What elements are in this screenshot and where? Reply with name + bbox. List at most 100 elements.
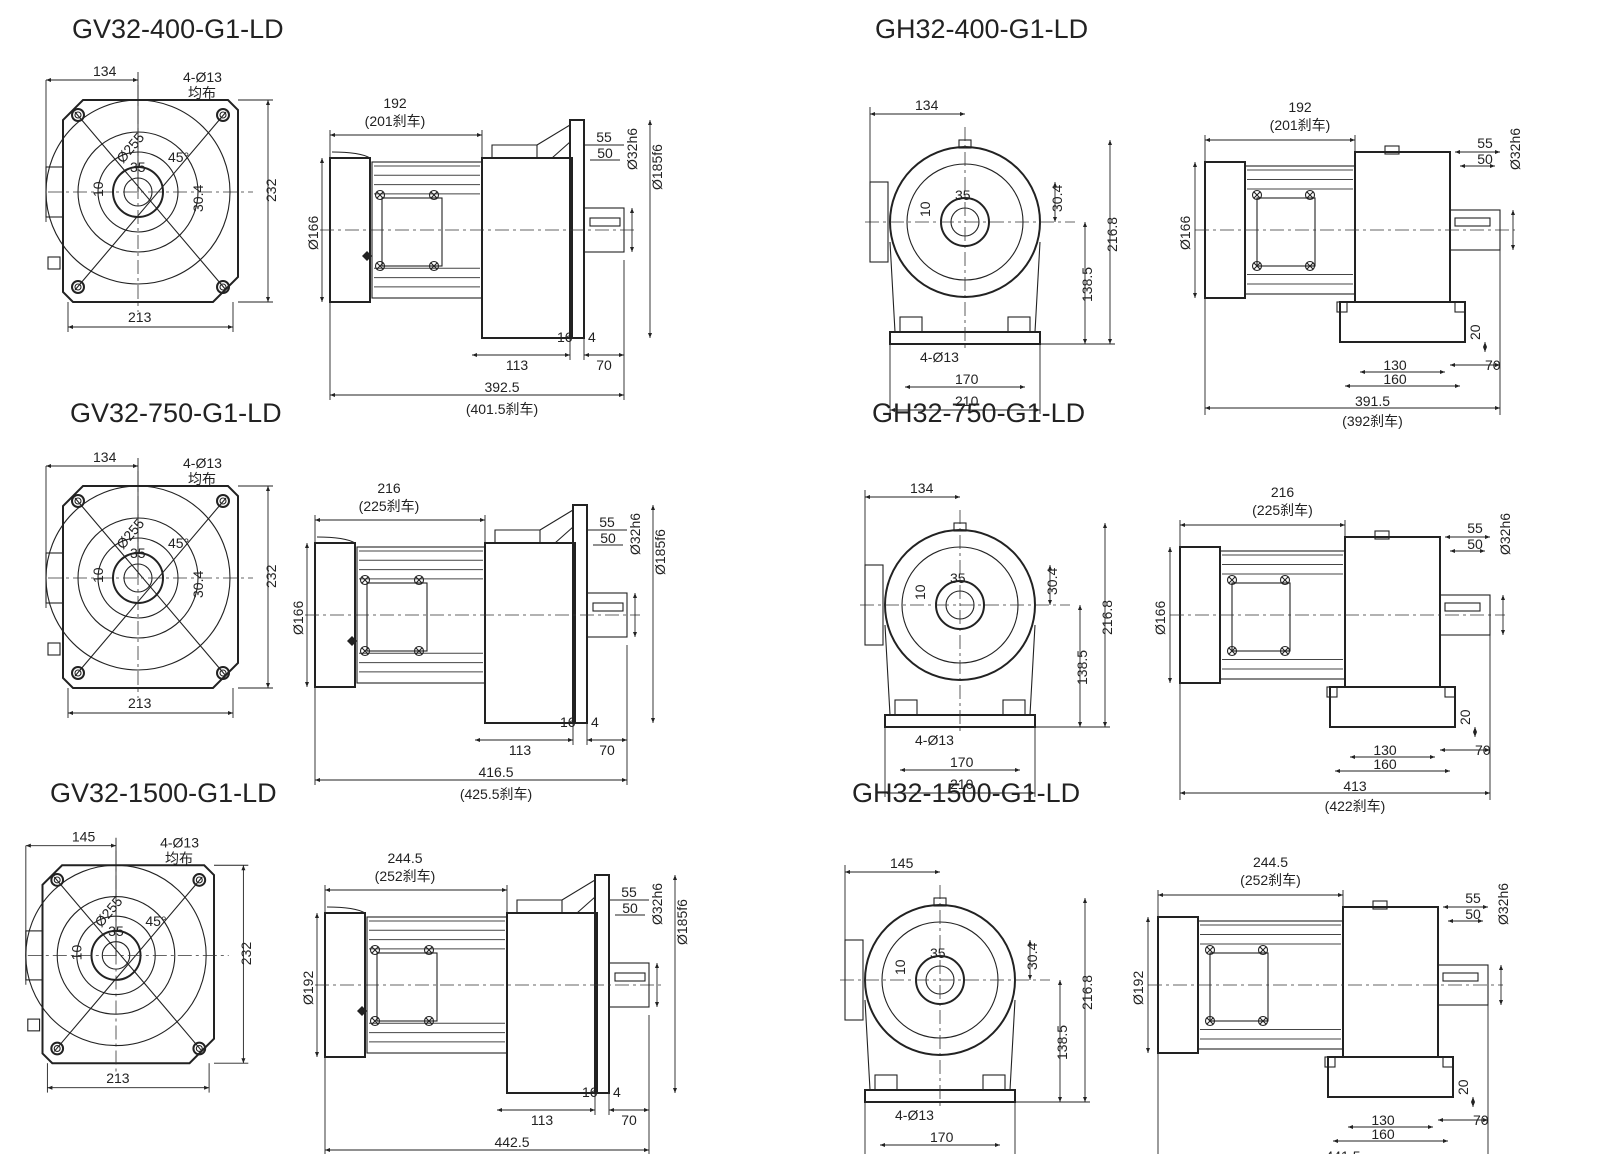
dim-holes: 4-Ø13 — [160, 835, 199, 851]
model-title-group: GH32-400-G1-LD — [875, 14, 1088, 44]
dim-total: 391.5 — [1355, 393, 1390, 409]
dim-shaft-len: 55 — [1465, 890, 1481, 906]
dim-motor-len: 216 — [1271, 484, 1295, 500]
dim-base: 213 — [128, 695, 152, 711]
dim-key: 10 — [90, 567, 106, 583]
model-title: GH32-750-G1-LD — [872, 398, 1085, 428]
dim-4: 4 — [588, 329, 596, 345]
dim-4: 4 — [591, 714, 599, 730]
dim-shaft-dia: Ø32h6 — [1507, 128, 1523, 170]
model-title-group: GV32-750-G1-LD — [70, 398, 282, 428]
dim-shaft-dia: Ø32h6 — [649, 883, 665, 925]
dim-30-4: 30.4 — [1024, 943, 1040, 970]
dim-motor-len: 192 — [1288, 99, 1312, 115]
dim-holes-note: 均布 — [165, 850, 193, 866]
dim-angle: 45° — [168, 149, 189, 165]
dim-shaft: 35 — [955, 187, 971, 203]
dim-width: 145 — [890, 855, 914, 871]
dim-total-brake: (392刹车) — [1342, 413, 1403, 429]
dim-key-len: 50 — [597, 145, 613, 161]
dim-holes: 4-Ø13 — [183, 69, 222, 85]
dim-flange: 232 — [263, 564, 279, 588]
dim-motor-len: 244.5 — [387, 850, 422, 866]
dim-motor-len: 216 — [377, 480, 401, 496]
dim-216-8: 216.8 — [1099, 600, 1115, 635]
dim-key: 10 — [892, 959, 908, 975]
dim-motor-len-brake: (201刹车) — [1270, 117, 1331, 133]
dim-motor-len-brake: (225刹车) — [1252, 502, 1313, 518]
dim-total: 413 — [1343, 778, 1367, 794]
dim-motor-len-brake: (252刹车) — [375, 868, 436, 884]
dim-holes: 4-Ø13 — [915, 732, 954, 748]
dim-key-len: 50 — [1465, 906, 1481, 922]
dim-138-5: 138.5 — [1054, 1025, 1070, 1060]
dim-motor-dia: Ø192 — [1130, 971, 1146, 1005]
dim-total: 441.5 — [1325, 1148, 1360, 1154]
dim-total: 416.5 — [478, 764, 513, 780]
dim-shaft-dia: Ø32h6 — [627, 513, 643, 555]
dim-motor-dia: Ø192 — [300, 971, 316, 1005]
model-title-group: GV32-400-G1-LD — [72, 14, 284, 44]
dim-130: 130 — [1383, 357, 1407, 373]
dim-138-5: 138.5 — [1074, 650, 1090, 685]
model-title: GV32-400-G1-LD — [72, 14, 284, 44]
dim-key-len: 50 — [1467, 536, 1483, 552]
dim-angle: 45° — [145, 913, 166, 929]
dim-flange: 232 — [238, 942, 254, 966]
dim-shaft-len: 55 — [1477, 135, 1493, 151]
model-title: GH32-400-G1-LD — [875, 14, 1088, 44]
dim-width: 134 — [910, 480, 934, 496]
dim-key: 10 — [912, 584, 928, 600]
dim-motor-dia: Ø166 — [1152, 601, 1168, 635]
dim-spigot: Ø185f6 — [674, 899, 690, 945]
dim-70: 70 — [621, 1112, 637, 1128]
dim-70: 70 — [596, 357, 612, 373]
dim-30-4: 30.4 — [1049, 185, 1065, 212]
dim-16: 16 — [557, 329, 573, 345]
dim-shaft-dia: Ø32h6 — [624, 128, 640, 170]
dim-base: 213 — [128, 309, 152, 325]
dim-shaft: 35 — [130, 159, 146, 175]
model-title: GV32-750-G1-LD — [70, 398, 282, 428]
dim-20: 20 — [1457, 709, 1473, 725]
dim-holes: 4-Ø13 — [920, 349, 959, 365]
dim-holes-note: 均布 — [188, 85, 216, 101]
dim-width: 134 — [915, 97, 939, 113]
dim-width: 134 — [93, 449, 117, 465]
dim-motor-len: 192 — [383, 95, 407, 111]
dim-shaft: 35 — [950, 570, 966, 586]
dim-170: 170 — [955, 371, 979, 387]
dim-113: 113 — [509, 742, 532, 758]
dim-160: 160 — [1383, 371, 1407, 387]
dim-30-4: 30.4 — [1044, 568, 1060, 595]
dim-shaft-dia: Ø32h6 — [1497, 513, 1513, 555]
model-title-group: GV32-1500-G1-LD — [50, 778, 277, 808]
dim-motor-dia: Ø166 — [305, 216, 321, 250]
dim-shaft-len: 55 — [599, 514, 615, 530]
dim-20: 20 — [1467, 324, 1483, 340]
dim-shaft: 35 — [108, 923, 124, 939]
dim-16: 16 — [560, 714, 576, 730]
dim-210: 210 — [950, 776, 974, 792]
gh-side-view: 244.5(252刹车)Ø1925550Ø32h62070130160441.5… — [1130, 854, 1511, 1154]
dim-motor-dia: Ø166 — [1177, 216, 1193, 250]
dim-total-brake: (422刹车) — [1325, 798, 1386, 814]
dim-key-len: 50 — [600, 530, 616, 546]
dim-width: 145 — [72, 829, 96, 845]
dim-130: 130 — [1373, 742, 1397, 758]
dim-113: 113 — [506, 357, 529, 373]
dim-170: 170 — [950, 754, 974, 770]
dim-210: 210 — [955, 393, 979, 409]
dim-shaft-len: 55 — [621, 884, 637, 900]
gh-front-view: 134 35 10 30.4 138.5 216.8 4-Ø13 170 210 — [860, 480, 1115, 797]
model-title-group: GH32-750-G1-LD — [872, 398, 1085, 428]
